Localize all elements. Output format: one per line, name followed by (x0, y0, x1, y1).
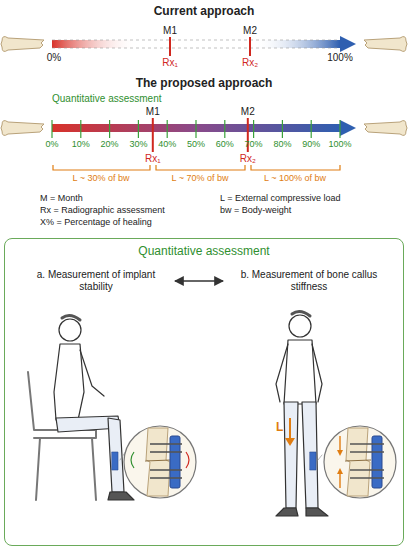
percent-tick (138, 120, 139, 138)
load-arrow (285, 418, 295, 446)
percent-tick (253, 120, 254, 138)
percent-label: 70% (245, 139, 263, 150)
arrow-head (340, 36, 356, 52)
percent-label: 100% (327, 52, 353, 64)
month-label: M2 (241, 106, 255, 118)
magnified-view (324, 426, 396, 498)
percent-tick (311, 120, 312, 138)
month-label: M1 (163, 25, 177, 37)
percent-label: 0% (47, 52, 61, 64)
percent-label: 60% (216, 139, 234, 150)
legend-line: bw = Body-weight (220, 205, 291, 216)
month-tick (152, 118, 154, 152)
legend-line: M = Month (40, 193, 83, 204)
percent-label: 90% (302, 139, 320, 150)
magnified-view (124, 426, 196, 498)
radiograph-label: Rx₁ (162, 57, 178, 69)
percent-tick (51, 120, 52, 138)
assessment-panel: Quantitative assessment a. Measurement of… (4, 238, 404, 546)
radiograph-label: Rx₂ (242, 57, 258, 69)
load-label: L ~ 100% of bw (264, 173, 326, 184)
arrow-head (340, 120, 356, 136)
legend-line: L = External compressive load (220, 193, 340, 204)
method-text: b. Measurement of bone callus stiffness (241, 269, 378, 292)
section-heading: The proposed approach (136, 76, 273, 90)
method-label: Quantitative assessment (52, 93, 162, 105)
percent-tick (109, 120, 110, 138)
percent-tick (80, 120, 81, 138)
percent-label: 0% (45, 139, 58, 150)
month-tick (249, 37, 251, 56)
method-box: b. Measurement of bone callus stiffness (227, 267, 391, 295)
seated-figure (28, 315, 134, 500)
section-heading: Current approach (154, 4, 255, 18)
percent-label: 50% (187, 139, 205, 150)
month-tick (169, 37, 171, 56)
method-box: a. Measurement of implant stability (21, 267, 171, 295)
percent-label: 80% (273, 139, 291, 150)
month-label: M1 (146, 106, 160, 118)
percent-tick (282, 120, 283, 138)
radiograph-label: Rx₁ (145, 153, 161, 165)
legend-line: Rx = Radiographic assessment (40, 205, 165, 216)
legend-line: X% = Percentage of healing (40, 217, 152, 228)
load-bracket (53, 165, 340, 170)
standing-figure (276, 311, 328, 516)
load-label: L ~ 30% of bw (73, 173, 130, 184)
percent-tick (167, 120, 168, 138)
percent-tick (195, 120, 196, 138)
percent-tick (339, 120, 340, 138)
percent-label: 30% (129, 139, 147, 150)
percent-label: 10% (72, 139, 90, 150)
percent-tick (224, 120, 225, 138)
panel-title: Quantitative assessment (5, 244, 403, 258)
radiograph-label: Rx₂ (240, 153, 256, 165)
percent-label: 100% (328, 139, 351, 150)
method-text: a. Measurement of implant stability (37, 269, 155, 292)
timeline-bar (52, 40, 340, 48)
load-label: L ~ 70% of bw (172, 173, 229, 184)
percent-label: 20% (101, 139, 119, 150)
month-label: M2 (243, 25, 257, 37)
percent-label: 40% (158, 139, 176, 150)
load-symbol: L (276, 420, 283, 434)
double-arrow (175, 280, 223, 281)
